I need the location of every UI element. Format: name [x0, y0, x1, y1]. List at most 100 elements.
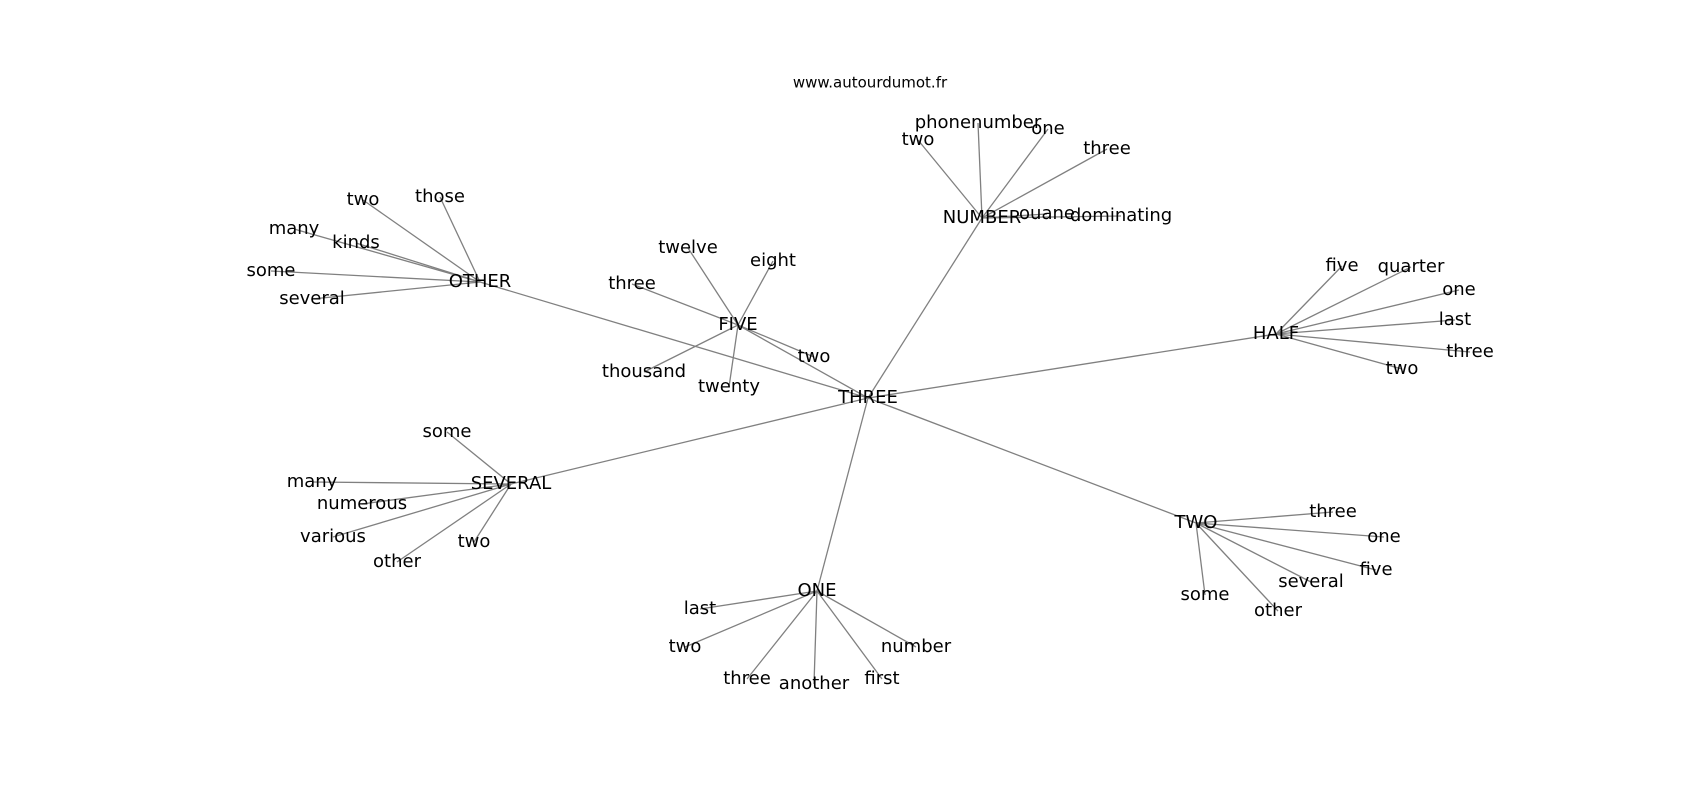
- edge-several-other: [396, 483, 512, 563]
- edge-other-some: [270, 270, 481, 283]
- edge-five-twelve: [687, 247, 739, 326]
- word-node-five-twelve: twelve: [658, 237, 718, 258]
- word-node-two-one: one: [1367, 526, 1401, 547]
- word-node-other-two: two: [347, 189, 380, 210]
- word-node-number-ouane: ouane: [1019, 203, 1075, 224]
- edge-number-dominating: [981, 215, 1122, 219]
- word-node-two-some: some: [1181, 584, 1230, 605]
- edge-three-one: [816, 397, 869, 592]
- edge-three-five: [737, 324, 869, 399]
- edge-half-five: [1275, 265, 1343, 335]
- word-node-several-various: various: [300, 526, 366, 547]
- word-node-half-last: last: [1439, 309, 1471, 330]
- edge-five-three: [631, 283, 739, 326]
- word-node-half-five: five: [1325, 255, 1358, 276]
- edge-other-several: [311, 281, 481, 300]
- edge-five-twenty: [728, 324, 739, 388]
- edge-half-last: [1275, 319, 1456, 335]
- edge-number-phonenumber: [977, 122, 983, 219]
- site-watermark: www.autourdumot.fr: [793, 74, 948, 92]
- word-node-one-last: last: [684, 598, 716, 619]
- word-node-one-first: first: [864, 668, 899, 689]
- edge-number-two: [917, 139, 983, 219]
- edge-five-two: [737, 324, 815, 358]
- edge-one-number: [816, 590, 917, 648]
- word-node-one-two: two: [669, 636, 702, 657]
- word-node-half-two: two: [1386, 358, 1419, 379]
- word-node-five-three: three: [608, 273, 656, 294]
- word-node-two-other: other: [1254, 600, 1303, 621]
- word-node-one-another: another: [779, 673, 850, 694]
- edge-three-number: [867, 217, 983, 399]
- edge-two-five: [1195, 522, 1377, 571]
- word-node-other-several: several: [279, 288, 345, 309]
- word-node-several-numerous: numerous: [317, 493, 407, 514]
- edge-several-numerous: [361, 483, 512, 505]
- word-node-two-several: several: [1278, 571, 1344, 592]
- word-node-five-twenty: twenty: [698, 376, 760, 397]
- word-node-other-those: those: [415, 186, 465, 207]
- edge-three-half: [867, 333, 1277, 399]
- graph-edges: [270, 122, 1471, 685]
- edge-half-quarter: [1275, 266, 1412, 335]
- edge-two-several: [1195, 522, 1312, 583]
- word-node-several-many: many: [287, 471, 338, 492]
- edge-one-another: [813, 590, 818, 685]
- word-node-two-three: three: [1309, 501, 1357, 522]
- word-node-several-other: other: [373, 551, 422, 572]
- hub-node-two: TWO: [1174, 512, 1218, 533]
- edge-other-two: [362, 199, 481, 283]
- edge-several-various: [332, 483, 512, 538]
- word-node-number-one: one: [1031, 118, 1065, 139]
- edge-two-some: [1195, 522, 1206, 596]
- word-node-half-quarter: quarter: [1378, 256, 1445, 277]
- edge-three-two: [867, 397, 1197, 524]
- word-node-five-two: two: [798, 346, 831, 367]
- edge-number-one: [981, 128, 1049, 219]
- word-node-other-some: some: [247, 260, 296, 281]
- edge-one-three: [746, 590, 818, 680]
- word-node-one-three: three: [723, 668, 771, 689]
- edge-half-one: [1275, 289, 1460, 335]
- word-node-several-some: some: [423, 421, 472, 442]
- edge-other-kinds: [355, 242, 481, 283]
- word-node-five-eight: eight: [750, 250, 796, 271]
- hub-node-half: HALF: [1253, 323, 1299, 344]
- word-node-other-many: many: [269, 218, 320, 239]
- graph-labels: www.autourdumot.fr THREE OTHER two those man…: [247, 74, 1494, 695]
- word-node-number-three: three: [1083, 138, 1131, 159]
- edge-one-two: [684, 590, 818, 648]
- edge-several-some: [446, 431, 512, 485]
- word-node-number-two: two: [902, 129, 935, 150]
- center-node-three: THREE: [837, 387, 898, 408]
- hub-node-number: NUMBER: [943, 207, 1021, 228]
- word-node-number-dominating: dominating: [1070, 205, 1172, 226]
- edge-several-many: [311, 481, 512, 485]
- edge-number-three: [981, 148, 1108, 219]
- word-node-two-five: five: [1359, 559, 1392, 580]
- hub-node-several: SEVERAL: [471, 473, 552, 494]
- word-node-other-kinds: kinds: [332, 232, 380, 253]
- edge-two-other: [1195, 522, 1279, 612]
- word-node-five-thousand: thousand: [602, 361, 686, 382]
- hub-node-five: FIVE: [718, 314, 757, 335]
- edge-one-first: [816, 590, 883, 680]
- edge-half-two: [1275, 333, 1403, 370]
- word-node-number-phonenumber: phonenumber: [915, 112, 1042, 133]
- edge-five-eight: [737, 260, 774, 326]
- word-node-one-number: number: [881, 636, 952, 657]
- hub-node-other: OTHER: [449, 271, 512, 292]
- edge-other-those: [439, 196, 481, 283]
- edge-two-three: [1195, 511, 1334, 524]
- edge-other-many: [293, 228, 481, 283]
- edge-half-three: [1275, 333, 1471, 353]
- edge-three-other: [479, 281, 869, 399]
- word-node-half-one: one: [1442, 279, 1476, 300]
- edge-one-last: [699, 590, 818, 610]
- edge-three-several: [510, 397, 869, 485]
- word-node-several-two: two: [458, 531, 491, 552]
- edge-five-thousand: [643, 324, 739, 373]
- hub-node-one: ONE: [797, 580, 836, 601]
- word-node-half-three: three: [1446, 341, 1494, 362]
